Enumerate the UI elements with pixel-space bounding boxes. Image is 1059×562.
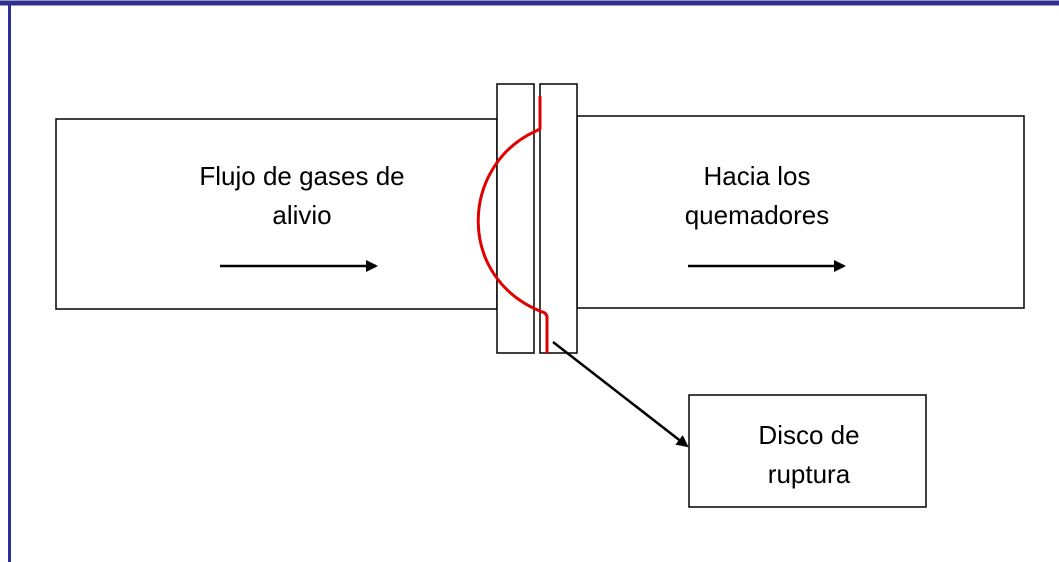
rupture-disc — [476, 96, 549, 353]
callout-label-line1: Disco de — [758, 420, 859, 450]
inlet-label-line1: Flujo de gases de — [199, 161, 404, 191]
inlet-label-line2: alivio — [272, 200, 331, 230]
inlet-label: Flujo de gases de alivio — [199, 161, 404, 230]
outlet-label: Hacia los quemadores — [685, 161, 830, 230]
callout-label-line2: ruptura — [768, 459, 851, 489]
pointer-arrow-icon — [552, 341, 689, 448]
outlet-label-line2: quemadores — [685, 200, 830, 230]
callout-box — [688, 394, 927, 508]
inlet-flange — [496, 83, 535, 354]
outlet-flange — [539, 83, 578, 354]
callout-label: Disco de ruptura — [758, 420, 859, 489]
inlet-pipe — [55, 118, 498, 310]
outlet-pipe — [576, 115, 1025, 309]
outlet-label-line1: Hacia los — [704, 161, 811, 191]
